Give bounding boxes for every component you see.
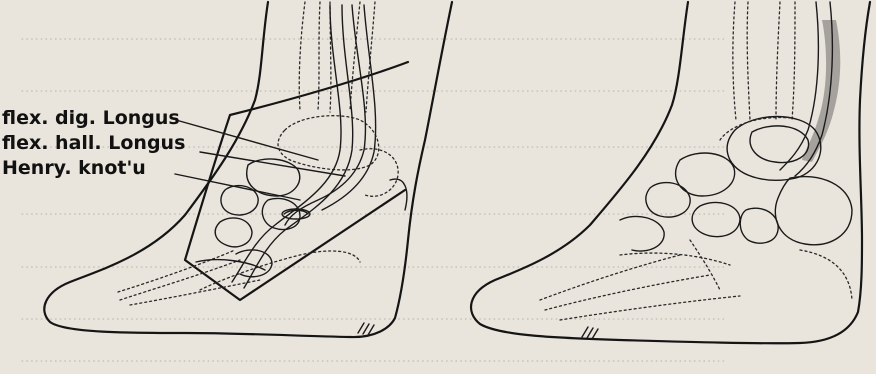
label-flex-dig-longus: flex. dig. Longus xyxy=(2,107,180,129)
label-flex-hall-longus: flex. hall. Longus xyxy=(2,132,185,154)
svg-text:..............................: ........................................… xyxy=(20,201,726,219)
label-henry-knot: Henry. knot'u xyxy=(2,157,146,179)
svg-text:..............................: ........................................… xyxy=(20,306,726,324)
svg-text:..............................: ........................................… xyxy=(20,348,726,366)
svg-text:..............................: ........................................… xyxy=(20,254,726,272)
